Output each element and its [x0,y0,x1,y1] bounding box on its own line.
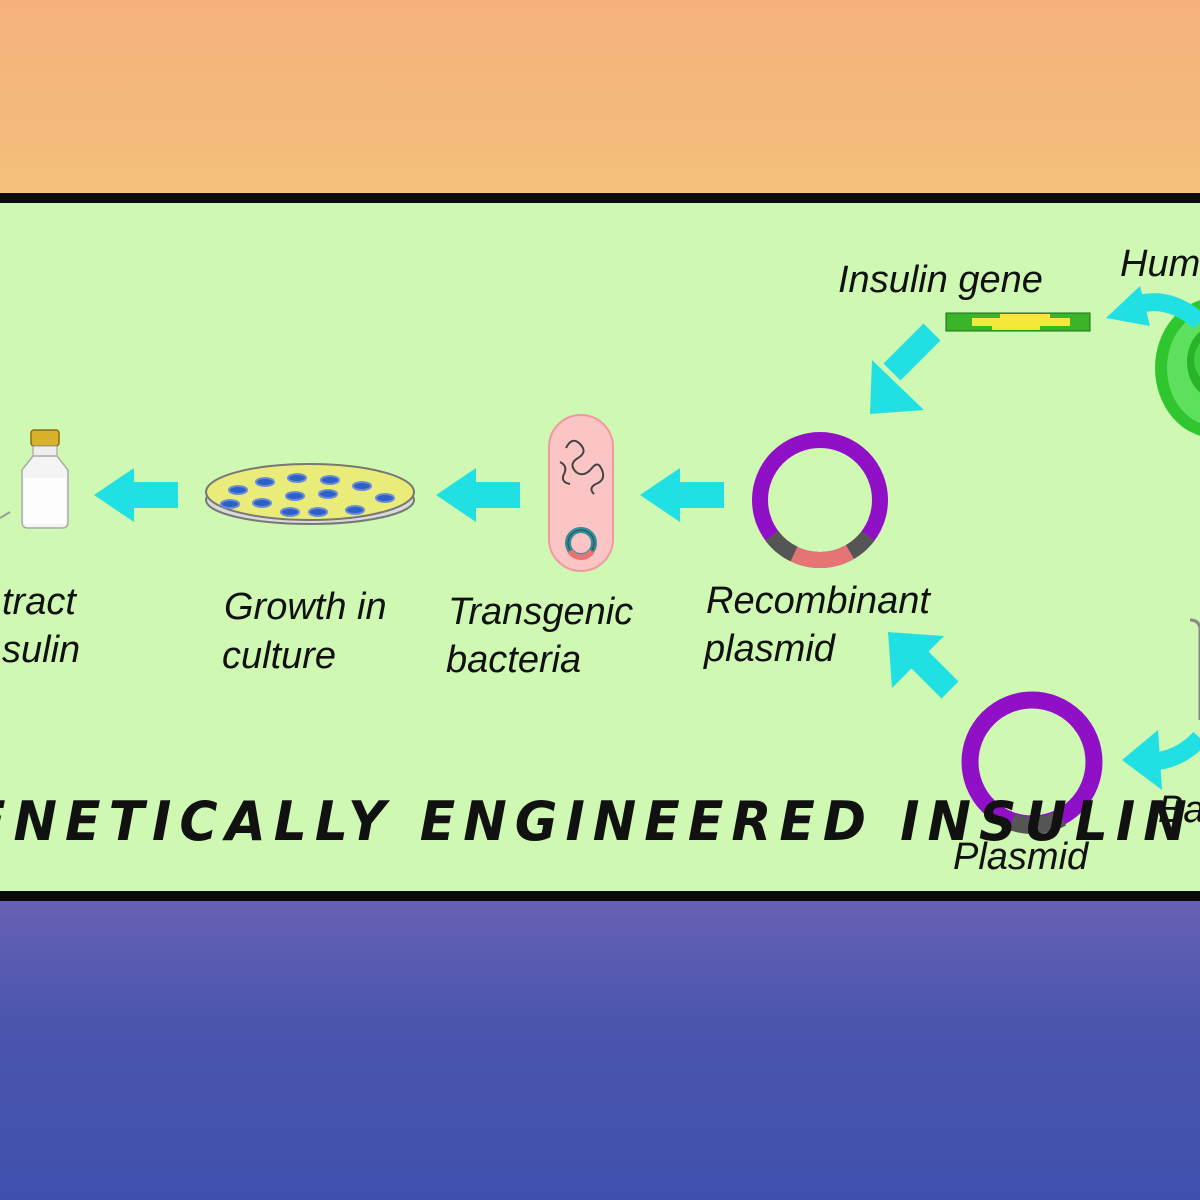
diagram-title: ENETICALLY ENGINEERED INSULIN [0,790,1195,854]
human-cell-label: Hum [1120,243,1200,285]
background-top [0,0,1200,195]
transgenic-bacterium-icon [548,414,614,572]
bacterium-edge-icon [1189,618,1200,720]
transgenic-bacteria-label-line1: Transgenic [448,591,634,633]
bacteria-label: Ba [1158,789,1200,831]
recombinant-plasmid-icon [752,432,888,568]
growth-culture-label-line1: Growth in [224,586,387,628]
insulin-gene-label: Insulin gene [838,259,1043,301]
arrow-plasmid-to-recombinant-icon [888,632,959,699]
arrow-cell-to-gene-icon [1106,286,1200,329]
recombinant-plasmid-label-line1: Recombinant [706,580,930,622]
arrow-gene-to-recombinant-icon [870,323,941,414]
extract-insulin-label-line1: tract [2,581,76,623]
insulin-vial-icon [0,429,69,529]
arrow-recombinant-to-transgenic-icon [640,468,724,522]
background-bottom [0,885,1200,1200]
growth-culture-label-line2: culture [222,635,337,677]
plasmid-icon [961,691,1103,834]
transgenic-bacteria-label-line2: bacteria [446,639,582,681]
human-cell-icon [1155,300,1200,436]
extract-insulin-label-line2: sulin [2,629,81,671]
arrow-transgenic-to-culture-icon [436,468,520,522]
insulin-gene-icon [945,312,1091,332]
plasmid-label: Plasmid [953,836,1089,878]
petri-dish-icon [205,463,415,525]
recombinant-plasmid-label-line2: plasmid [704,628,835,670]
arrow-culture-to-extract-icon [94,468,178,522]
arrow-bacteria-to-plasmid-icon [1122,730,1200,790]
